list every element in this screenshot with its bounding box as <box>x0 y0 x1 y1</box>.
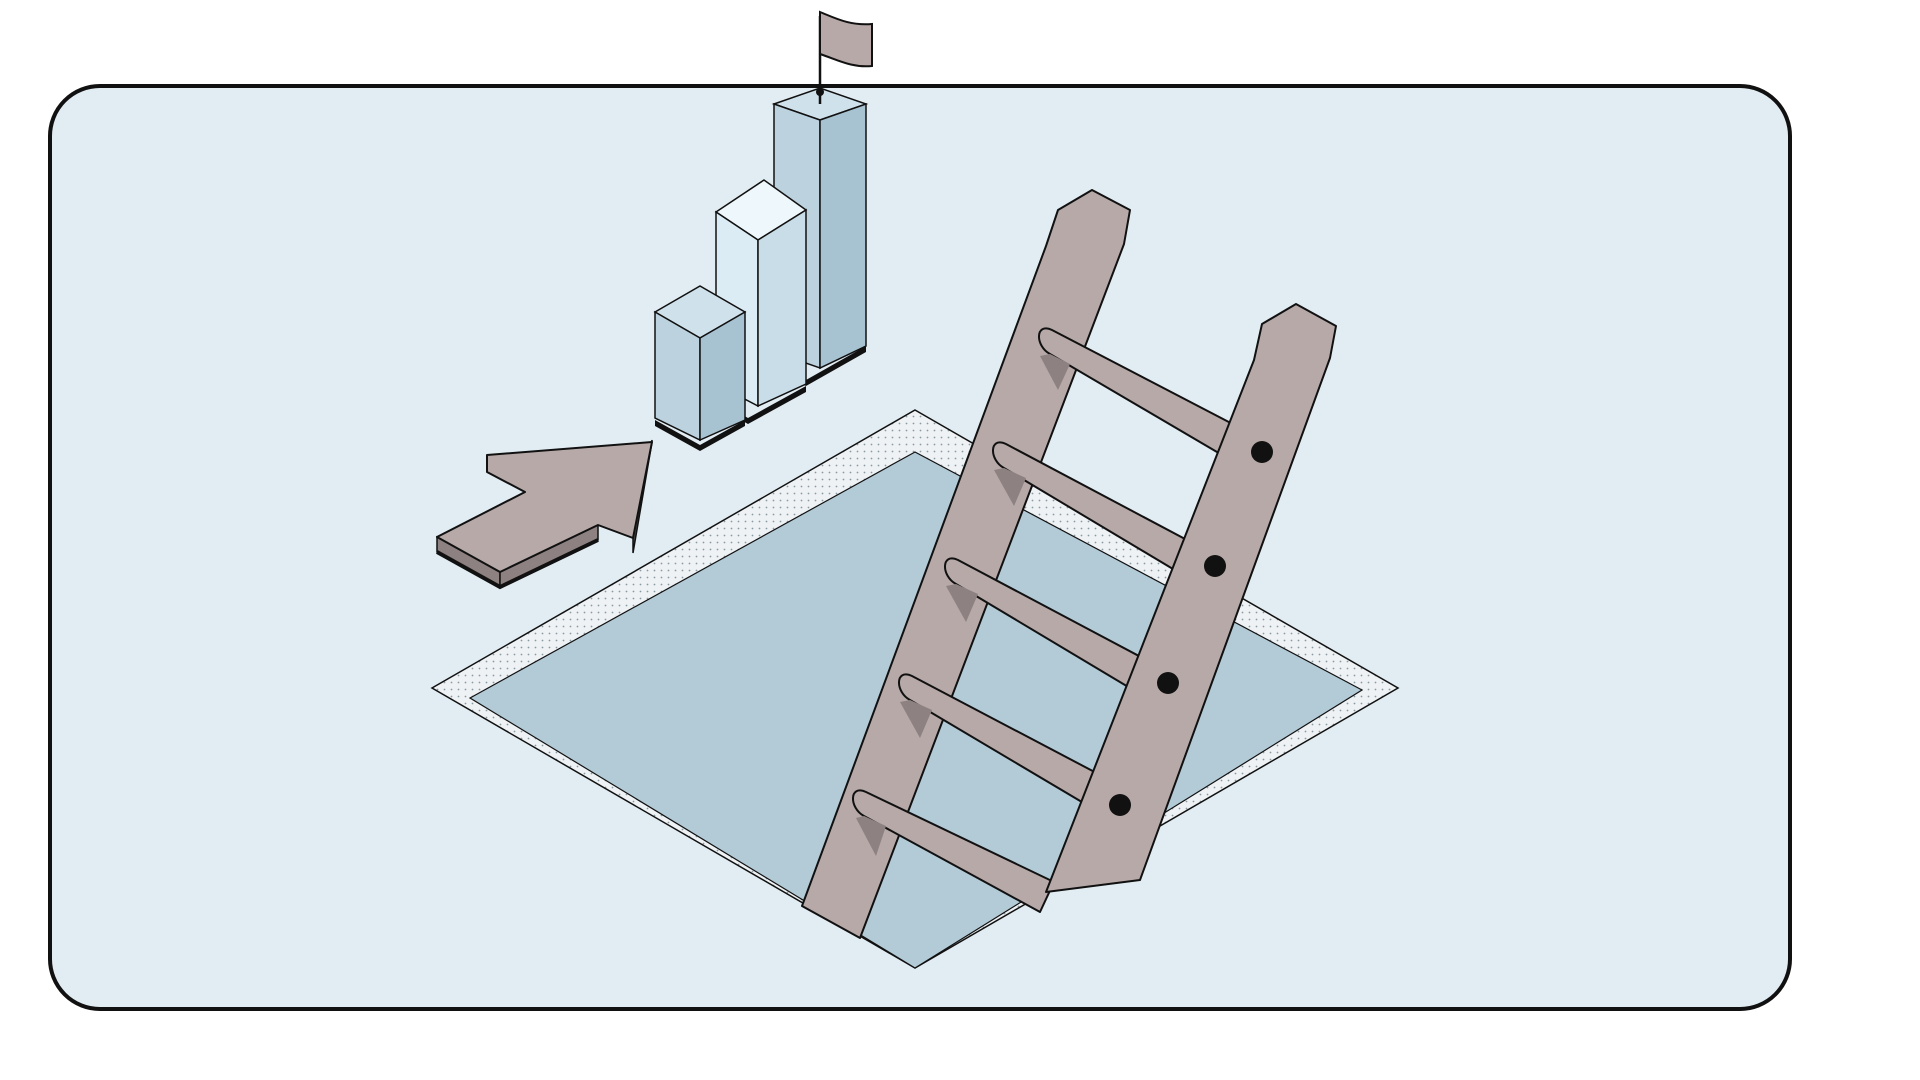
growth-bars <box>653 10 873 451</box>
ladder-rungs <box>852 327 1249 913</box>
ladder-icon <box>801 189 1337 939</box>
ladder-bolt <box>1251 441 1273 463</box>
short-bar <box>653 285 747 442</box>
ladder-bolt <box>1204 555 1226 577</box>
arrow-icon <box>436 439 653 590</box>
ladder-bolt <box>1157 672 1179 694</box>
flag-icon <box>816 10 873 104</box>
ladder-bolt <box>1109 794 1131 816</box>
